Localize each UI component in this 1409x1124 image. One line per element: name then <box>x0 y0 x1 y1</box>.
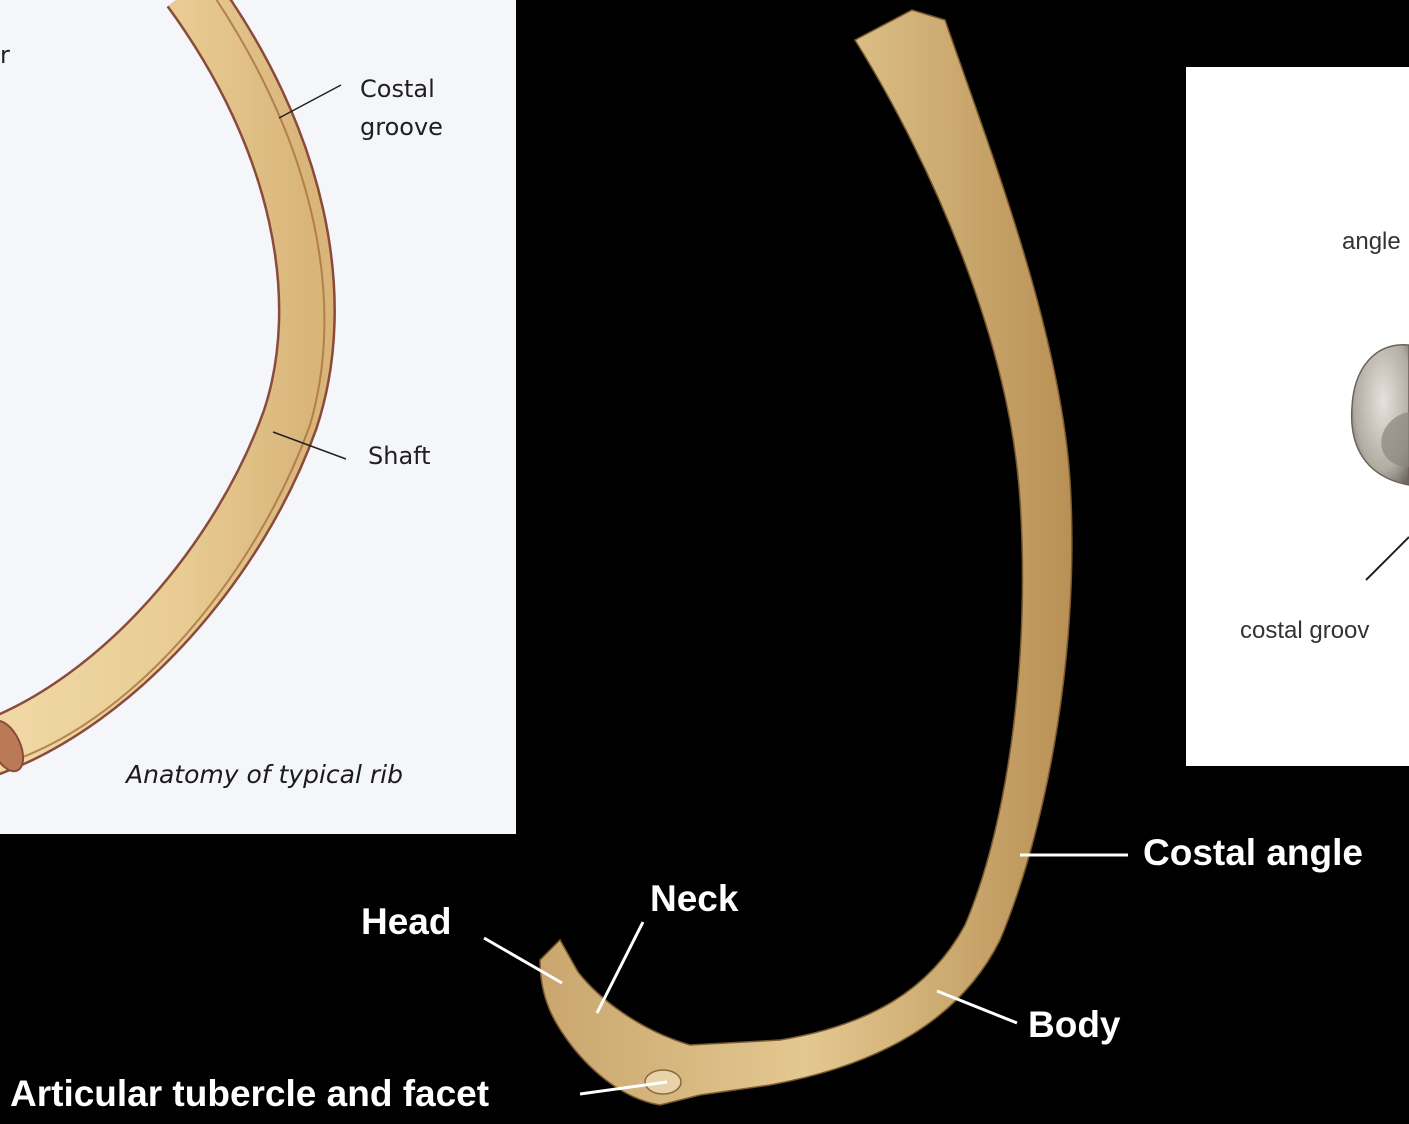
neck-label: Neck <box>650 878 738 920</box>
neck-leader <box>597 922 643 1013</box>
body-label: Body <box>1028 1004 1121 1046</box>
head-label: Head <box>361 901 451 943</box>
costal-angle-label: Costal angle <box>1143 832 1363 874</box>
rib-bone-body <box>540 10 1072 1105</box>
articular-tubercle-label: Articular tubercle and facet <box>10 1073 489 1115</box>
